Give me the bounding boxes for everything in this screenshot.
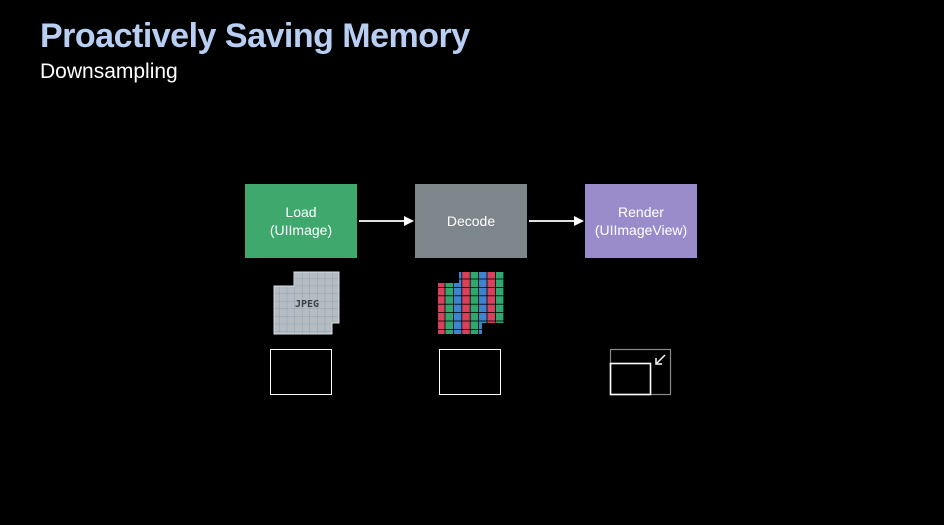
- jpeg-label: JPEG: [295, 299, 319, 310]
- decode-frame-buffer: [439, 349, 501, 395]
- bitmap-pixel: [479, 272, 487, 279]
- bitmap-pixel: [445, 313, 453, 321]
- bitmap-pixel: [462, 272, 470, 279]
- bitmap-pixel: [462, 296, 470, 304]
- bitmap-pixel: [470, 313, 479, 321]
- bitmap-pixel: [438, 272, 445, 279]
- bitmap-pixel: [479, 279, 487, 287]
- bitmap-pixel: [438, 313, 445, 321]
- decode-stage-box: Decode: [415, 184, 527, 258]
- bitmap-pixel: [495, 321, 504, 329]
- bitmap-pixel: [462, 313, 470, 321]
- bitmap-pixel: [470, 329, 479, 334]
- bitmap-pixel: [479, 321, 487, 329]
- bitmap-pixel: [495, 304, 504, 313]
- bitmap-pixel: [479, 287, 487, 296]
- bitmap-pixel: [445, 279, 453, 287]
- render-stage-box: Render (UIImageView): [585, 184, 697, 258]
- bitmap-pixel: [487, 272, 495, 279]
- load-stage-sublabel: (UIImage): [269, 222, 333, 238]
- bitmap-pixel: [470, 279, 479, 287]
- bitmap-pixel: [438, 279, 445, 287]
- arrow-right-icon: [359, 216, 414, 226]
- bitmap-pixel: [495, 296, 504, 304]
- bitmap-pixel: [470, 287, 479, 296]
- bitmap-pixel: [479, 304, 487, 313]
- shrink-arrow-icon: [655, 354, 666, 365]
- load-stage-label: Load: [285, 204, 317, 220]
- bitmap-pixel: [438, 296, 445, 304]
- bitmap-pixel: [445, 321, 453, 329]
- bitmap-pixel: [470, 321, 479, 329]
- render-stage-label: Render: [618, 204, 664, 220]
- bitmap-pixel: [487, 296, 495, 304]
- bitmap-pixel: [487, 279, 495, 287]
- bitmap-pixel: [438, 304, 445, 313]
- bitmap-pixel: [462, 329, 470, 334]
- render-stage-sublabel: (UIImageView): [594, 222, 688, 238]
- bitmap-pixel: [487, 313, 495, 321]
- bitmap-pixel: [453, 279, 462, 287]
- decode-stage-label: Decode: [446, 213, 496, 229]
- bitmap-pixel: [453, 304, 462, 313]
- bitmap-pixel: [462, 304, 470, 313]
- bitmap-pixel: [479, 329, 487, 334]
- bitmap-pixel: [495, 287, 504, 296]
- bitmap-pixel: [495, 272, 504, 279]
- bitmap-pixel: [453, 296, 462, 304]
- bitmap-pixel: [438, 287, 445, 296]
- bitmap-pixel: [487, 304, 495, 313]
- bitmap-pixel: [470, 296, 479, 304]
- bitmap-pixel: [495, 279, 504, 287]
- page-title: Proactively Saving Memory: [40, 17, 470, 55]
- bitmap-pixel: [487, 321, 495, 329]
- bitmap-pixel: [495, 329, 504, 334]
- bitmap-pixel: [470, 272, 479, 279]
- load-stage-box: Load (UIImage): [245, 184, 357, 258]
- bitmap-pixel: [453, 313, 462, 321]
- bitmap-pixel: [453, 287, 462, 296]
- bitmap-pixel: [445, 304, 453, 313]
- page-subtitle: Downsampling: [40, 60, 178, 83]
- bitmap-pixel: [453, 329, 462, 334]
- arrow-right-icon: [529, 216, 584, 226]
- bitmap-pixel: [438, 329, 445, 334]
- bitmap-pixel: [470, 304, 479, 313]
- bitmap-pixel: [445, 272, 453, 279]
- bitmap-pixel: [453, 272, 462, 279]
- bitmap-pixel: [438, 321, 445, 329]
- bitmap-pixel: [445, 296, 453, 304]
- bitmap-pixel: [462, 279, 470, 287]
- bitmap-pixel: [453, 321, 462, 329]
- bitmap-pixel: [479, 313, 487, 321]
- bitmap-pixel: [462, 321, 470, 329]
- bitmap-pixel: [479, 296, 487, 304]
- bitmap-pixel: [445, 287, 453, 296]
- bitmap-pixel: [462, 287, 470, 296]
- jpeg-image-icon: JPEG: [273, 271, 340, 335]
- bitmap-pixel: [487, 287, 495, 296]
- load-frame-buffer: [270, 349, 332, 395]
- decoded-bitmap-icon: [438, 272, 504, 334]
- render-frame-buffer: [609, 348, 672, 396]
- bitmap-pixel: [495, 313, 504, 321]
- bitmap-pixel: [487, 329, 495, 334]
- bitmap-pixel: [445, 329, 453, 334]
